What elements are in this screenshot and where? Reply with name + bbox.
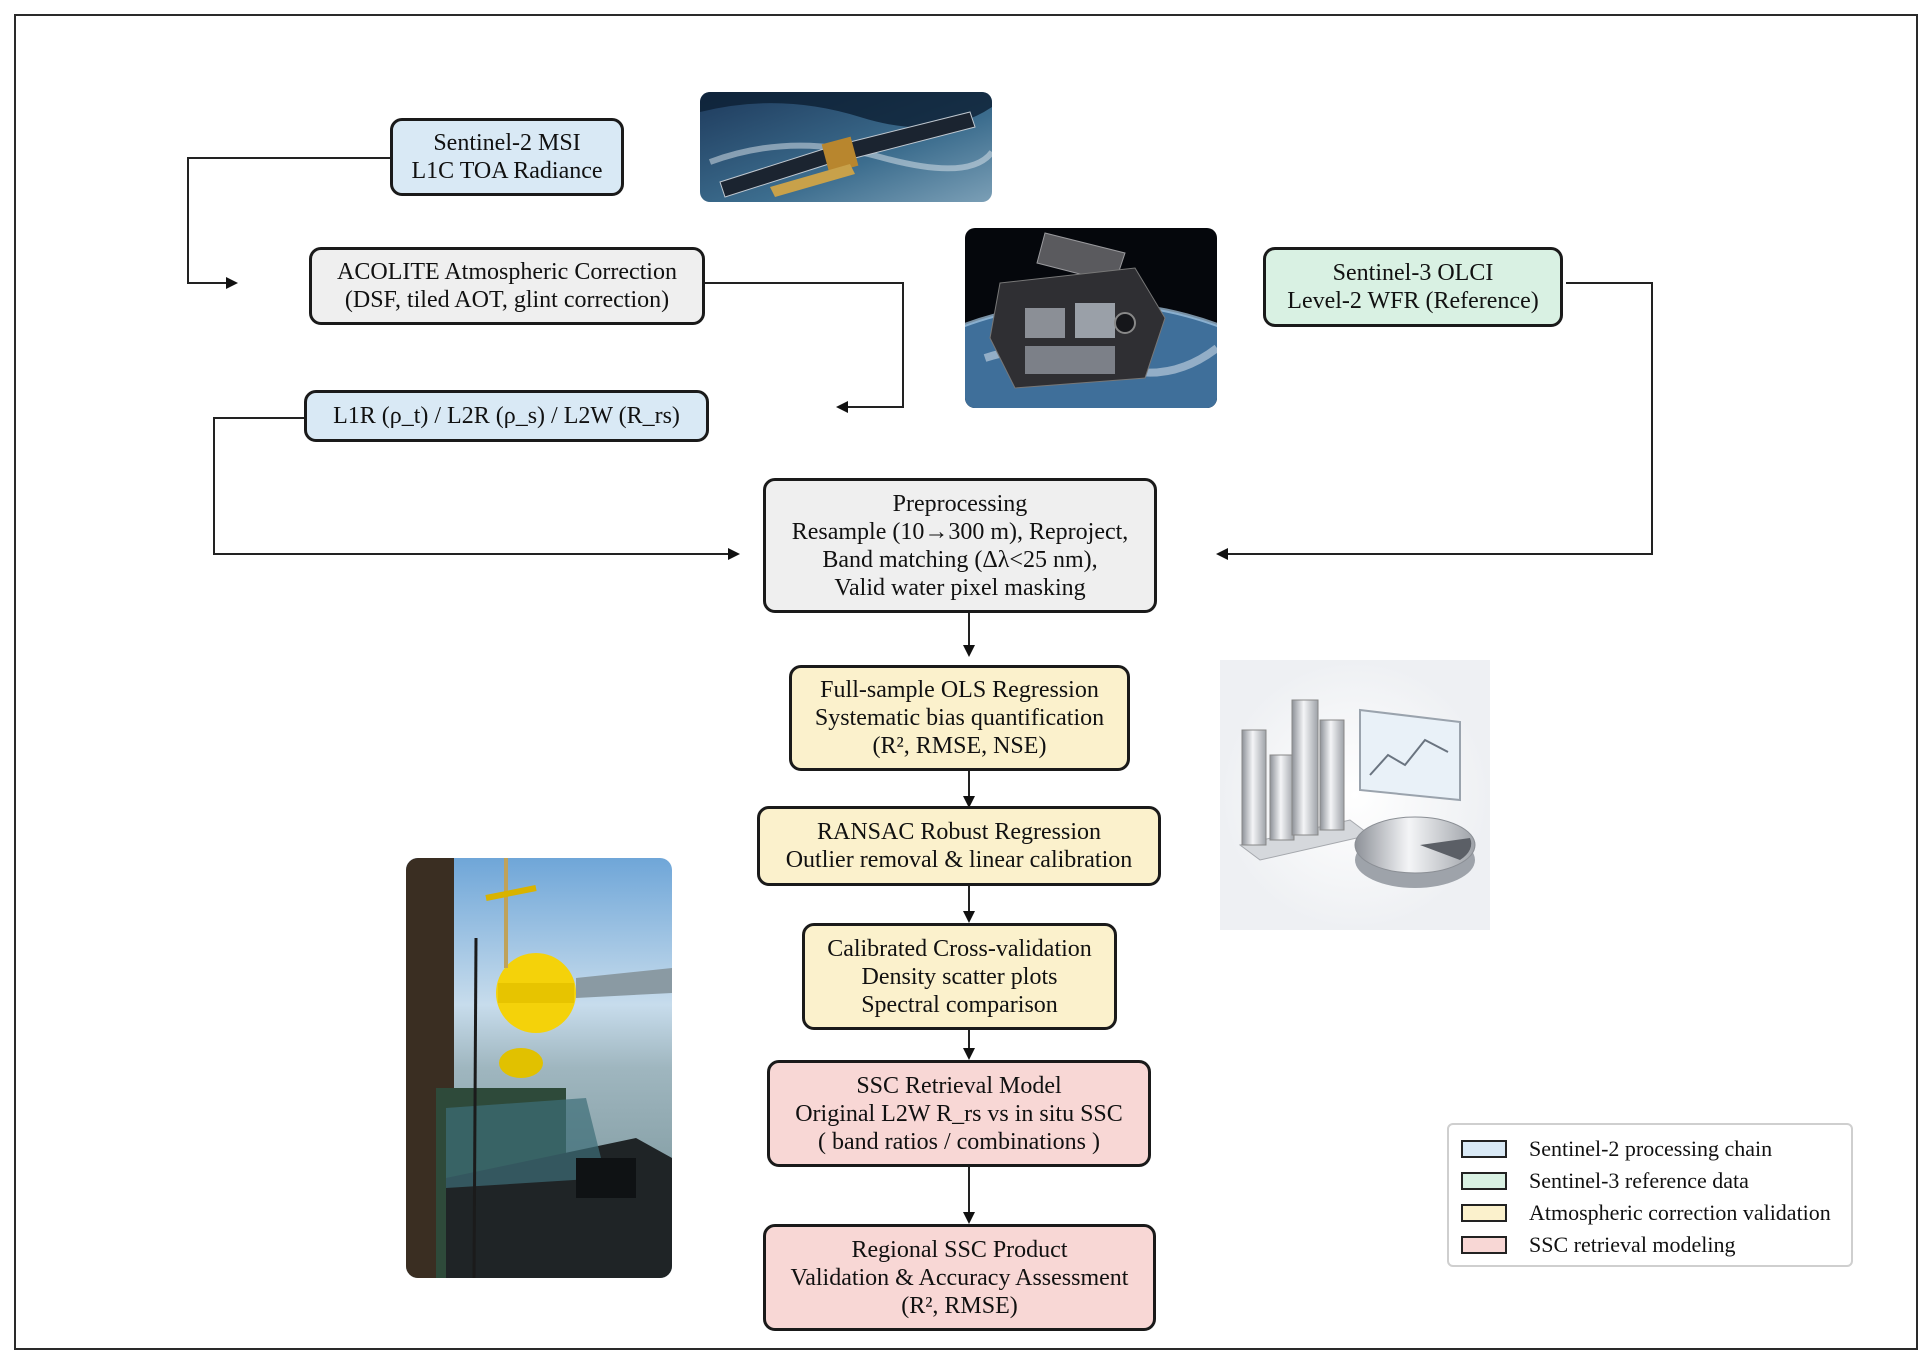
box-line: Preprocessing xyxy=(892,490,1028,517)
box-line: ( band ratios / combinations ) xyxy=(818,1128,1100,1155)
box-sentinel3-olci: Sentinel-3 OLCI Level-2 WFR (Reference) xyxy=(1263,247,1563,327)
box-line: Valid water pixel masking xyxy=(834,574,1086,601)
box-line: Spectral comparison xyxy=(861,991,1058,1018)
box-sentinel2-msi: Sentinel-2 MSI L1C TOA Radiance xyxy=(390,118,624,196)
box-line: Sentinel-3 OLCI xyxy=(1332,260,1494,286)
arrow-s3-to-preprocessing xyxy=(1216,282,1653,560)
bar-chart-pie-chart-icon xyxy=(1220,660,1490,930)
box-line: (R², RMSE, NSE) xyxy=(872,733,1047,759)
box-l1r-l2r-l2w: L1R (ρ_t) / L2R (ρ_s) / L2W (R_rs) xyxy=(304,390,709,442)
legend-label: Sentinel-3 reference data xyxy=(1529,1168,1749,1193)
legend-item: Atmospheric correction validation xyxy=(1461,1197,1839,1229)
box-line: L1R (ρ_t) / L2R (ρ_s) / L2W (R_rs) xyxy=(333,403,680,429)
legend-item: Sentinel-2 processing chain xyxy=(1461,1133,1839,1165)
box-line: Full-sample OLS Regression xyxy=(820,677,1099,703)
box-line: Regional SSC Product xyxy=(851,1236,1068,1263)
arrow-l1r-to-preprocessing xyxy=(213,417,740,560)
box-line: Outlier removal & linear calibration xyxy=(785,847,1133,873)
box-line: (R², RMSE) xyxy=(901,1292,1018,1319)
box-line: SSC Retrieval Model xyxy=(856,1072,1062,1099)
box-line: Original L2W R_rs vs in situ SSC xyxy=(795,1100,1123,1127)
legend-swatch-yellow xyxy=(1461,1204,1507,1222)
box-line: Resample (10→300 m), Reproject, xyxy=(791,518,1129,545)
legend-swatch-red xyxy=(1461,1236,1507,1254)
box-cross-validation: Calibrated Cross-validation Density scat… xyxy=(802,923,1117,1030)
sentinel-3-satellite-photo xyxy=(965,228,1217,408)
arrow-acolite-to-l1r xyxy=(704,282,904,413)
box-regional-ssc-product: Regional SSC Product Validation & Accura… xyxy=(763,1224,1156,1331)
arrow-s2-to-acolite xyxy=(187,157,392,289)
box-line: Level-2 WFR (Reference) xyxy=(1287,288,1539,314)
box-preprocessing: Preprocessing Resample (10→300 m), Repro… xyxy=(763,478,1157,613)
legend-item: Sentinel-3 reference data xyxy=(1461,1165,1839,1197)
buoy-ship-deck-photo xyxy=(406,858,672,1278)
box-line: (DSF, tiled AOT, glint correction) xyxy=(344,287,670,313)
legend-swatch-green xyxy=(1461,1172,1507,1190)
legend-label: SSC retrieval modeling xyxy=(1529,1232,1736,1257)
box-line: Sentinel-2 MSI xyxy=(433,130,581,156)
sentinel-2-satellite-photo xyxy=(700,92,992,202)
box-line: Validation & Accuracy Assessment xyxy=(790,1264,1129,1291)
legend: Sentinel-2 processing chain Sentinel-3 r… xyxy=(1447,1123,1853,1267)
legend-label: Sentinel-2 processing chain xyxy=(1529,1136,1773,1161)
legend-item: SSC retrieval modeling xyxy=(1461,1229,1839,1261)
box-line: Systematic bias quantification xyxy=(814,705,1105,731)
box-line: L1C TOA Radiance xyxy=(411,158,603,184)
box-line: Band matching (Δλ<25 nm), xyxy=(822,546,1098,573)
legend-label: Atmospheric correction validation xyxy=(1529,1200,1831,1225)
box-line: Calibrated Cross-validation xyxy=(827,935,1092,962)
box-line: Density scatter plots xyxy=(861,963,1058,990)
box-ssc-retrieval-model: SSC Retrieval Model Original L2W R_rs vs… xyxy=(767,1060,1151,1167)
box-line: ACOLITE Atmospheric Correction xyxy=(337,259,677,285)
box-acolite: ACOLITE Atmospheric Correction (DSF, til… xyxy=(309,247,705,325)
box-ols-regression: Full-sample OLS Regression Systematic bi… xyxy=(789,665,1130,771)
legend-swatch-blue xyxy=(1461,1140,1507,1158)
box-line: RANSAC Robust Regression xyxy=(816,819,1102,845)
box-ransac-regression: RANSAC Robust Regression Outlier removal… xyxy=(757,806,1161,886)
